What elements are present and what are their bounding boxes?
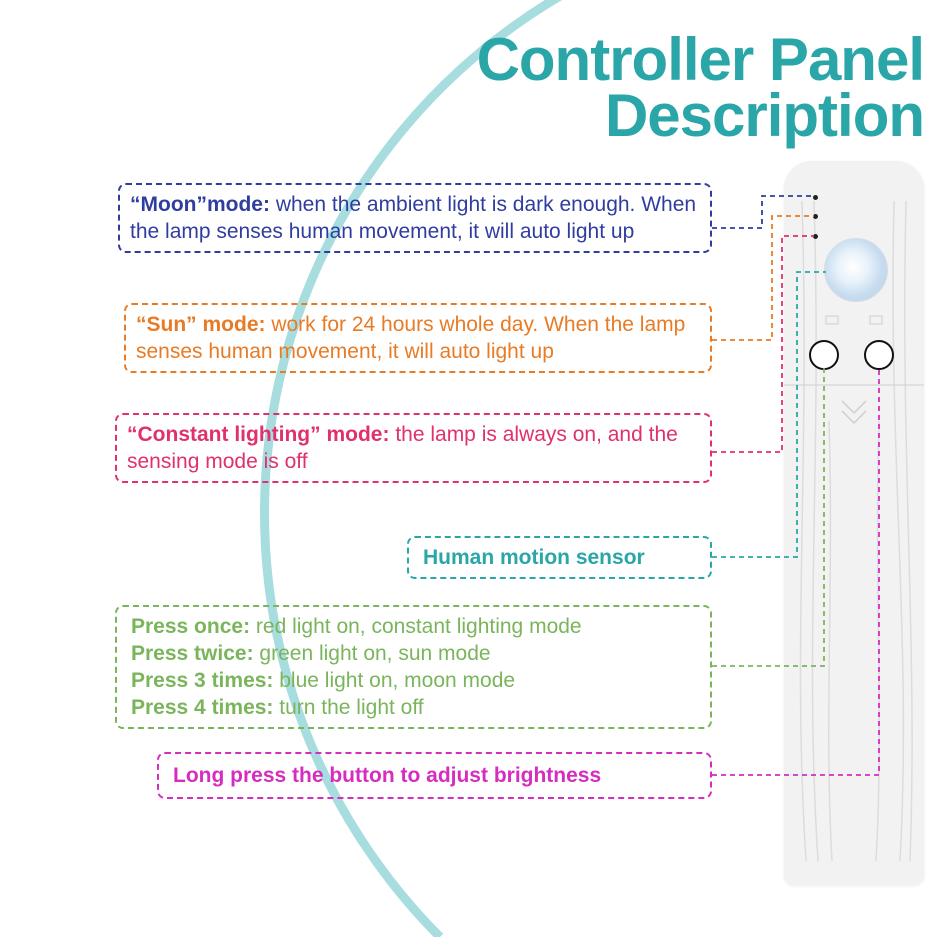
- motion-sensor-icon: [824, 238, 888, 302]
- press-item-text: turn the light off: [273, 696, 424, 719]
- press-item: Press once: red light on, constant light…: [131, 613, 696, 640]
- lamp-body-icon: [784, 161, 924, 885]
- press-item-label: Press once:: [131, 615, 251, 638]
- press-item-label: Press 4 times:: [131, 696, 274, 719]
- press-item: Press 4 times: turn the light off: [131, 694, 696, 721]
- moon-mode-callout: “Moon”mode: when the ambient light is da…: [118, 183, 712, 253]
- mode-button-icon: [809, 340, 839, 370]
- press-item-label: Press 3 times:: [131, 669, 274, 692]
- constant-mode-callout: “Constant lighting” mode: the lamp is al…: [115, 413, 712, 483]
- sun-mode-label: “Sun” mode:: [136, 313, 266, 336]
- moon-mode-text: when the ambient light is dark enough. W…: [130, 193, 697, 243]
- motion-sensor-callout: Human motion sensor: [407, 536, 712, 579]
- brightness-button-icon: [864, 340, 894, 370]
- title-line-2: Description: [604, 82, 925, 149]
- constant-mode-label: “Constant lighting” mode:: [127, 423, 390, 446]
- title-line-1: Controller Panel: [476, 26, 925, 93]
- press-item: Press twice: green light on, sun mode: [131, 640, 696, 667]
- press-item-label: Press twice:: [131, 642, 254, 665]
- constant-mode-text: the lamp is always on, and the sensing m…: [127, 423, 678, 473]
- press-item-text: green light on, sun mode: [253, 642, 491, 665]
- press-item: Press 3 times: blue light on, moon mode: [131, 667, 696, 694]
- indicator-led-icon: [813, 234, 818, 239]
- sun-mode-text: work for 24 hours whole day. When the la…: [136, 313, 686, 363]
- long-press-callout: Long press the button to adjust brightne…: [157, 752, 712, 799]
- indicator-led-icon: [813, 195, 818, 200]
- press-callout: Press once: red light on, constant light…: [115, 605, 712, 729]
- indicator-led-icon: [813, 214, 818, 219]
- press-item-text: red light on, constant lighting mode: [250, 615, 582, 638]
- moon-mode-label: “Moon”mode:: [130, 193, 270, 216]
- sun-mode-callout: “Sun” mode: work for 24 hours whole day.…: [124, 303, 712, 373]
- long-press-label: Long press the button to adjust brightne…: [173, 764, 602, 787]
- press-item-text: blue light on, moon mode: [273, 669, 516, 692]
- motion-sensor-label: Human motion sensor: [423, 546, 645, 569]
